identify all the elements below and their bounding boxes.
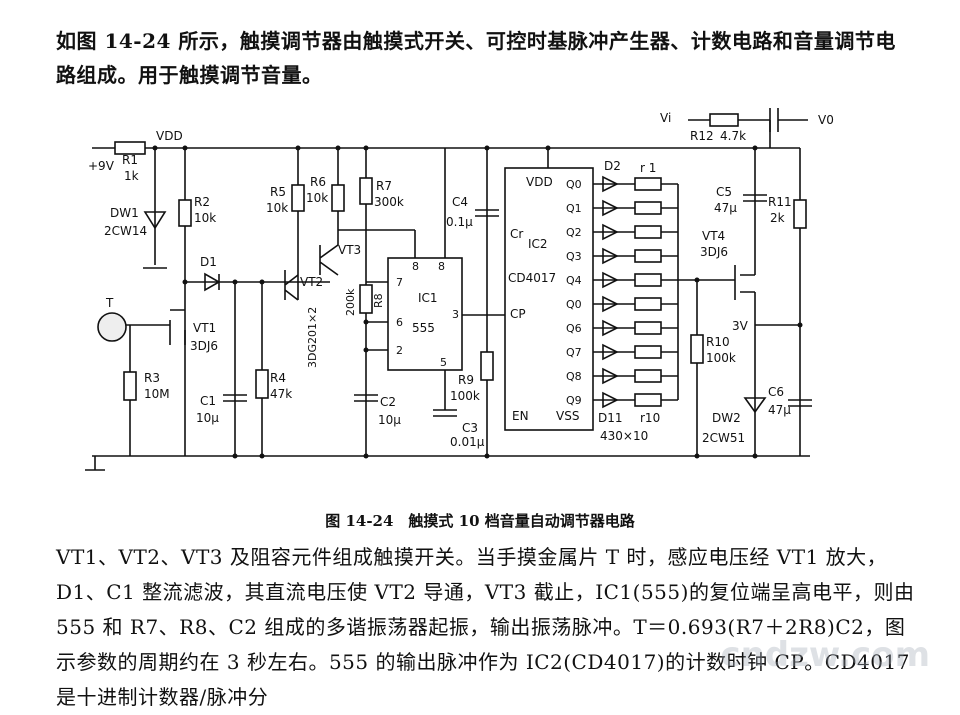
label-r12-val: 4.7k bbox=[720, 129, 746, 143]
label-q4: Q4 bbox=[566, 274, 582, 287]
label-r4: R4 bbox=[270, 371, 286, 385]
label-r6: R6 bbox=[310, 175, 326, 189]
label-c3-val: 0.01μ bbox=[450, 435, 485, 449]
label-vt1: VT1 bbox=[193, 321, 216, 335]
body-paragraph: VT1、VT2、VT3 及阻容元件组成触摸开关。当手摸金属片 T 时，感应电压经… bbox=[56, 545, 915, 709]
intro-paragraph: 如图 14-24 所示，触摸调节器由触摸式开关、可控时基脉冲产生器、计数电路和音… bbox=[56, 29, 896, 87]
label-pin2: 2 bbox=[396, 344, 403, 357]
label-r4-val: 47k bbox=[270, 387, 292, 401]
label-r8-val: 200k bbox=[344, 288, 357, 316]
label-vt4: VT4 bbox=[702, 229, 725, 243]
label-vss: VSS bbox=[556, 409, 579, 423]
label-cr: Cr bbox=[510, 227, 523, 241]
label-q1: Q1 bbox=[566, 202, 582, 215]
label-r2-val: 10k bbox=[194, 211, 216, 225]
label-d11: D11 bbox=[598, 411, 623, 425]
label-r11-val: 2k bbox=[770, 211, 785, 225]
label-c1: C1 bbox=[200, 394, 216, 408]
label-q3: Q3 bbox=[566, 250, 582, 263]
label-3v: 3V bbox=[732, 319, 749, 333]
label-dw1-part: 2CW14 bbox=[104, 224, 147, 238]
label-r1: R1 bbox=[122, 153, 138, 167]
label-q6: Q6 bbox=[566, 322, 582, 335]
label-vt3: VT3 bbox=[338, 243, 361, 257]
label-r3: R3 bbox=[144, 371, 160, 385]
label-r12: R12 bbox=[690, 129, 714, 143]
label-plus9v: +9V bbox=[88, 159, 115, 173]
label-q2: Q2 bbox=[566, 226, 582, 239]
label-pin8: 8 bbox=[438, 260, 445, 273]
label-ic2: IC2 bbox=[528, 237, 548, 251]
circuit-diagram: VDD +9V R1 1k DW1 2CW14 R2 10k D1 T VT1 … bbox=[85, 108, 834, 471]
label-t: T bbox=[105, 296, 114, 310]
label-c6: C6 bbox=[768, 385, 784, 399]
label-q7: Q7 bbox=[566, 346, 582, 359]
label-c3: C3 bbox=[462, 421, 478, 435]
label-r5: R5 bbox=[270, 185, 286, 199]
watermark: cndzw.com bbox=[720, 635, 930, 675]
label-c1-val: 10μ bbox=[196, 411, 219, 425]
label-r10-val: 100k bbox=[706, 351, 736, 365]
label-dw2-part: 2CW51 bbox=[702, 431, 745, 445]
label-dw2: DW2 bbox=[712, 411, 741, 425]
label-pin5: 5 bbox=[440, 356, 447, 369]
label-c5: C5 bbox=[716, 185, 732, 199]
label-q0: Q0 bbox=[566, 178, 582, 191]
label-vo: V0 bbox=[818, 113, 834, 127]
label-c4-val: 0.1μ bbox=[446, 215, 473, 229]
label-c4: C4 bbox=[452, 195, 468, 209]
label-vt2: VT2 bbox=[300, 275, 323, 289]
label-r1-val: 1k bbox=[124, 169, 139, 183]
label-r3-val: 10M bbox=[144, 387, 170, 401]
label-vt2-part: 3DG201×2 bbox=[306, 307, 319, 368]
label-r11: R11 bbox=[768, 195, 792, 209]
label-c2-val: 10μ bbox=[378, 413, 401, 427]
label-pin6: 6 bbox=[396, 316, 403, 329]
label-r-1: r 1 bbox=[640, 161, 656, 175]
label-r9: R9 bbox=[458, 373, 474, 387]
label-en: EN bbox=[512, 409, 529, 423]
figure-caption: 图 14-24 触摸式 10 档音量自动调节器电路 bbox=[325, 512, 635, 530]
label-pin7: 7 bbox=[396, 276, 403, 289]
label-r6-val: 10k bbox=[306, 191, 328, 205]
label-pin3: 3 bbox=[452, 308, 459, 321]
label-d2: D2 bbox=[604, 159, 621, 173]
label-pin4: 8 bbox=[412, 260, 419, 273]
label-diode-array: 430×10 bbox=[600, 429, 648, 443]
label-ic1: IC1 bbox=[418, 291, 438, 305]
label-ic2-part: CD4017 bbox=[508, 271, 556, 285]
label-vdd: VDD bbox=[156, 129, 183, 143]
label-cp: CP bbox=[510, 307, 526, 321]
label-ic2-vdd: VDD bbox=[526, 175, 553, 189]
label-dw1: DW1 bbox=[110, 206, 139, 220]
label-q5: Q0 bbox=[566, 298, 582, 311]
label-q9: Q9 bbox=[566, 394, 582, 407]
label-r2: R2 bbox=[194, 195, 210, 209]
label-vt4-part: 3DJ6 bbox=[700, 245, 728, 259]
diode-ladder bbox=[593, 175, 735, 409]
label-r8: R8 bbox=[372, 293, 385, 308]
label-r9-val: 100k bbox=[450, 389, 480, 403]
label-d1: D1 bbox=[200, 255, 217, 269]
label-vi: Vi bbox=[660, 111, 671, 125]
label-r7-val: 300k bbox=[374, 195, 404, 209]
label-r10-small: r10 bbox=[640, 411, 660, 425]
label-c5-val: 47μ bbox=[714, 201, 737, 215]
label-r5-val: 10k bbox=[266, 201, 288, 215]
label-q8: Q8 bbox=[566, 370, 582, 383]
label-c2: C2 bbox=[380, 395, 396, 409]
label-c6-val: 47μ bbox=[768, 403, 791, 417]
label-r7: R7 bbox=[376, 179, 392, 193]
label-vt1-part: 3DJ6 bbox=[190, 339, 218, 353]
label-ic1-part: 555 bbox=[412, 321, 435, 335]
label-r10: R10 bbox=[706, 335, 730, 349]
